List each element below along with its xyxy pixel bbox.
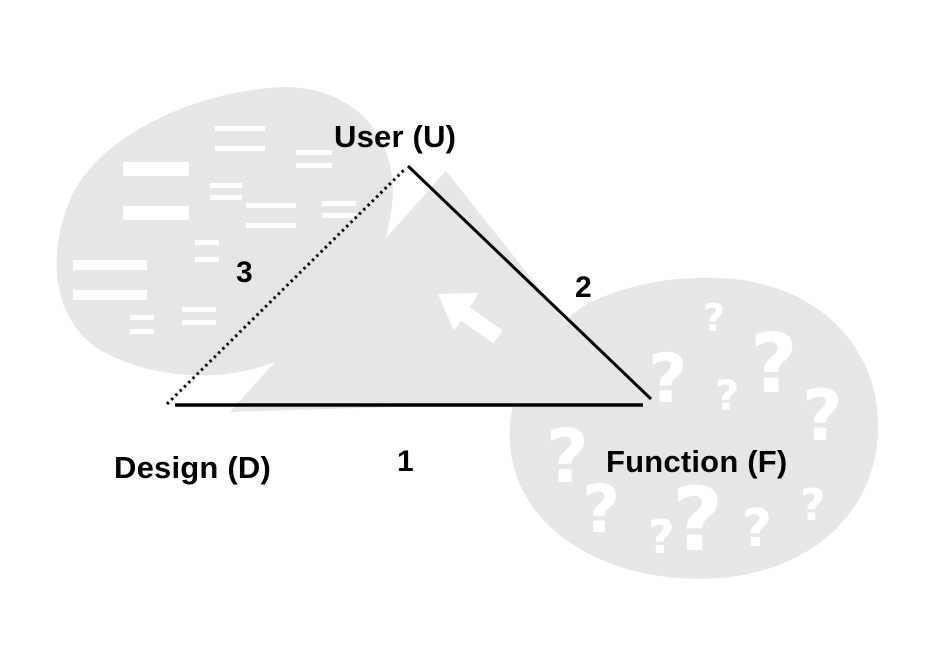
edge-label-3: 3 — [236, 256, 253, 289]
question-mark: ? — [750, 317, 798, 412]
arrow-icon — [438, 293, 503, 344]
question-mark: ? — [800, 480, 826, 531]
text-lines — [73, 126, 356, 334]
design-node-label: Design (D) — [114, 450, 271, 485]
question-mark: ? — [648, 340, 687, 419]
user-node-label: User (U) — [334, 119, 456, 154]
question-mark: ? — [703, 296, 725, 340]
function-node-label: Function (F) — [606, 444, 787, 479]
question-mark: ? — [715, 371, 739, 420]
question-mark: ? — [802, 375, 843, 457]
question-mark: ? — [742, 499, 772, 559]
edge-design-user — [165, 166, 408, 406]
text-lines-icon — [56, 87, 393, 376]
question-mark: ? — [582, 471, 620, 548]
question-mark: ? — [672, 468, 723, 571]
edge-user-function — [406, 164, 653, 401]
question-mark-group: ? ? ? ? ? ? ? ? ? ? ? — [546, 296, 843, 571]
inner-triangle — [230, 171, 628, 412]
question-mark: ? — [648, 510, 675, 564]
question-mark: ? — [546, 414, 589, 500]
edge-label-2: 2 — [575, 271, 592, 304]
design-blob — [56, 87, 393, 376]
edge-label-1: 1 — [397, 445, 414, 478]
